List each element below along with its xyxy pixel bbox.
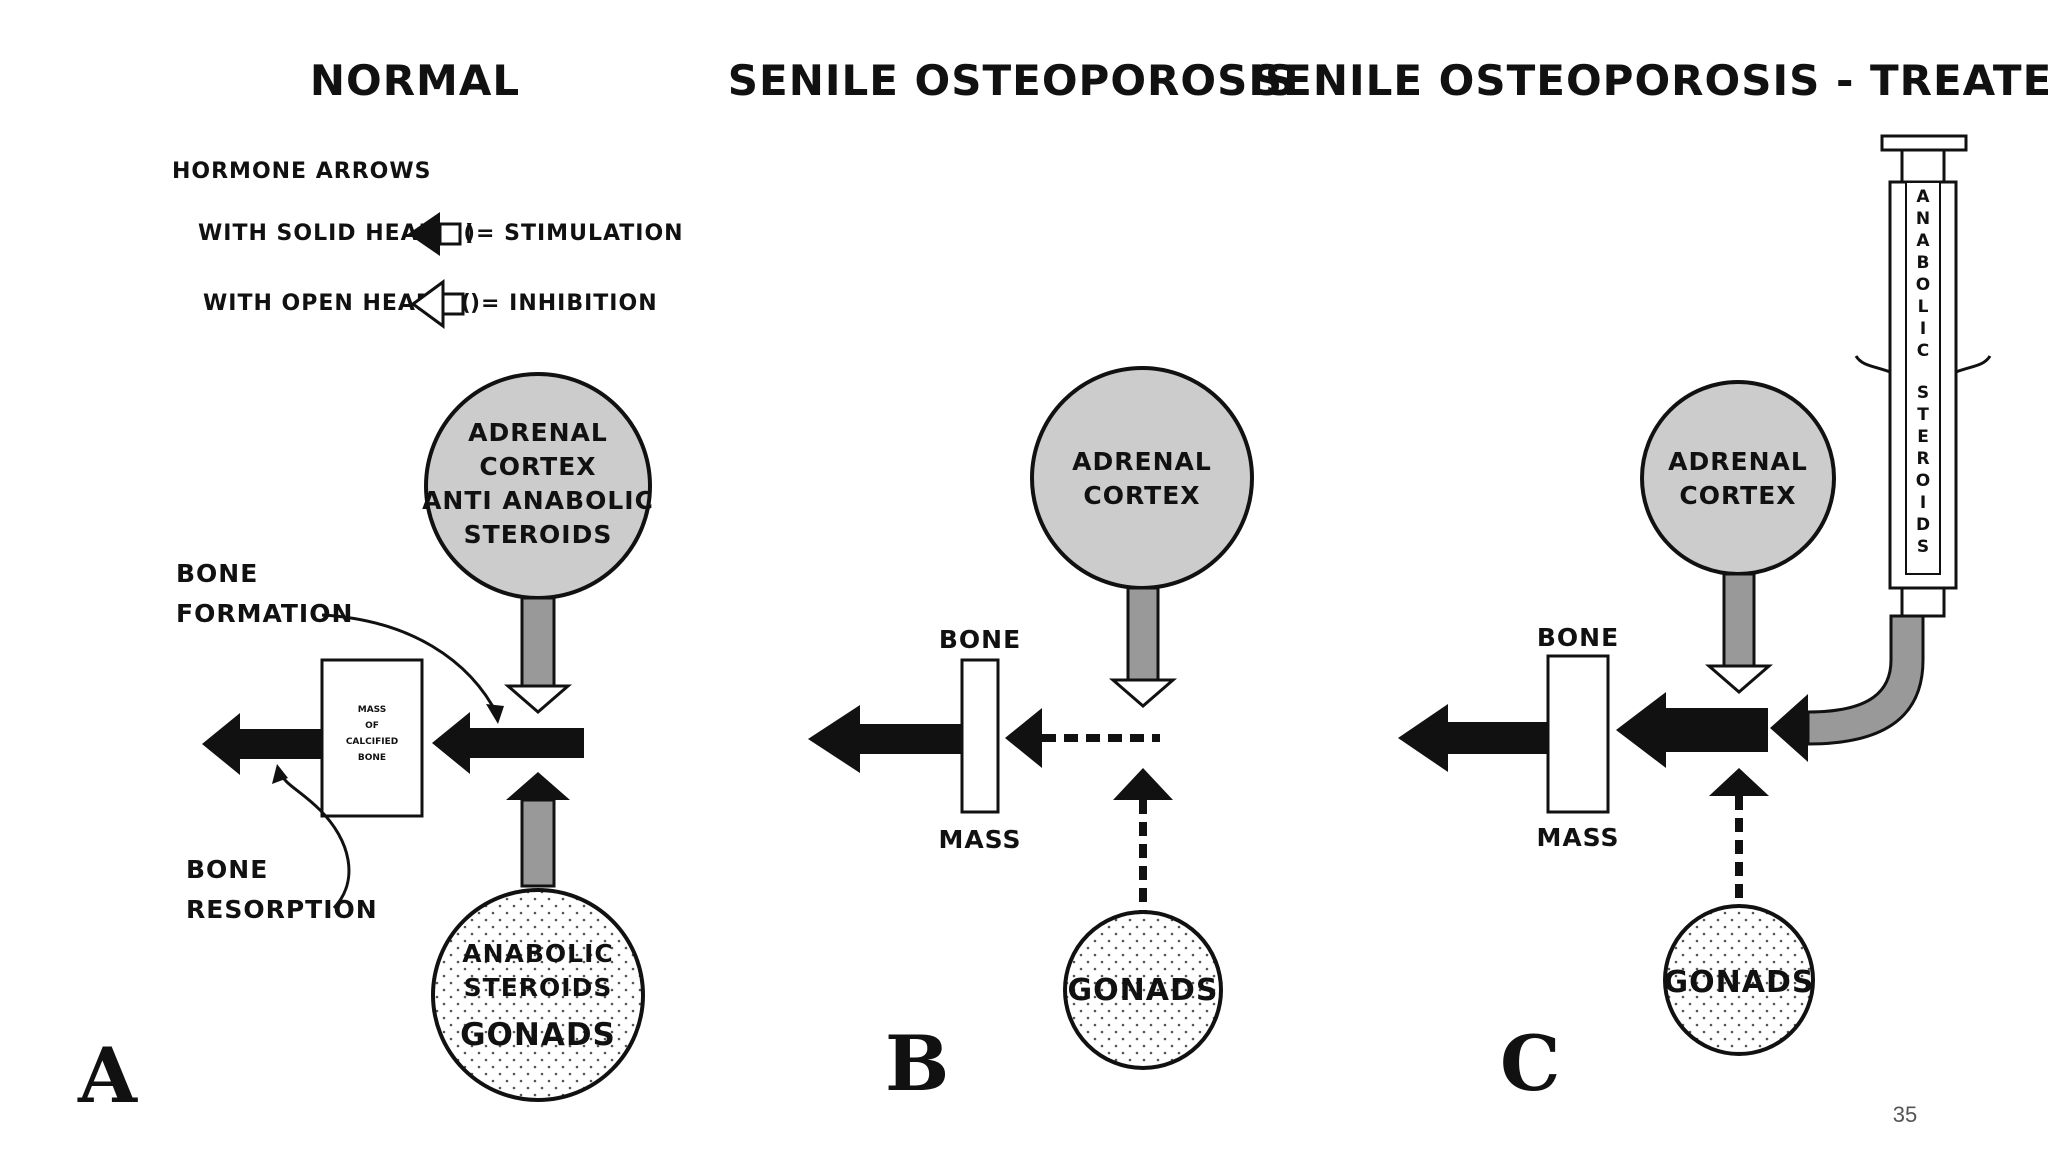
mass-label-b: MASS: [938, 825, 1021, 854]
bone-formation-pointer-head: [486, 704, 504, 724]
panel-letter-a: A: [77, 1031, 138, 1120]
bone-resorption-pointer-head: [272, 764, 288, 784]
adrenal-cortex-gland-b: [1030, 366, 1254, 590]
bone-formation-arrowhead: [432, 712, 470, 774]
panel-letter-c: C: [1500, 1019, 1561, 1108]
gonads-label-b: GONADS: [1068, 973, 1219, 1008]
adrenal-b-line-2: CORTEX: [1083, 481, 1200, 510]
adrenal-c-line-1: ADRENAL: [1668, 447, 1808, 476]
syringe-letter: C: [1917, 341, 1929, 361]
resorption-arrow-shaft-c: [1448, 722, 1548, 754]
resorption-arrowhead-c: [1398, 704, 1448, 772]
calcified-bone-box: [320, 658, 424, 818]
panel-b: ADRENAL CORTEX BONE MASS GONADS B: [808, 366, 1254, 1108]
resorption-arrow-shaft-b: [860, 724, 962, 754]
syringe-letter: A: [1916, 231, 1930, 251]
syringe-letter: S: [1917, 383, 1929, 403]
adrenal-a-line-2: CORTEX: [479, 452, 596, 481]
stimulation-arrowhead-c: [1709, 768, 1769, 796]
bone-resorption-arrowhead: [202, 713, 240, 775]
syringe-letter: R: [1916, 449, 1929, 469]
bone-resorption-line-1: BONE: [186, 855, 268, 884]
bone-mass-bar-c: [1546, 654, 1610, 814]
bone-formation-arrow-shaft: [470, 728, 584, 758]
open-head-arrow-icon: [410, 279, 465, 329]
inhibition-arrowhead-c: [1704, 664, 1774, 694]
gonads-a-line-3: GONADS: [460, 1017, 616, 1053]
syringe-letter: B: [1917, 253, 1930, 273]
restored-formation-arrowhead-c: [1616, 692, 1666, 768]
adrenal-c-arrow-shaft: [1722, 572, 1756, 668]
syringe-delivery-tube: [1806, 614, 1925, 746]
anabolic-stimulation-arrowhead-c: [1770, 694, 1808, 762]
panel-c: ADRENAL CORTEX BONE MASS ANABOLICSTEROID…: [1398, 134, 1992, 1108]
syringe-letter: I: [1920, 493, 1926, 513]
gonads-gland-a: [431, 888, 645, 1102]
bone-resorption-line-2: RESORPTION: [186, 895, 378, 924]
syringe-icon: [1854, 134, 1992, 618]
weak-formation-arrowhead-b: [1005, 708, 1042, 768]
stimulation-arrowhead-b: [1113, 768, 1173, 800]
syringe-letter: E: [1917, 427, 1929, 447]
gonads-a-line-1: ANABOLIC: [462, 939, 614, 968]
panel-a: ADRENAL CORTEX ANTI ANABOLIC STEROIDS MA…: [77, 372, 654, 1120]
syringe-letter: N: [1916, 209, 1930, 229]
syringe-letter: O: [1916, 471, 1930, 491]
gonads-gland-b: [1063, 910, 1223, 1070]
title-senile-osteoporosis: SENILE OSTEOPOROSIS: [728, 56, 1296, 105]
page-number: 35: [1893, 1102, 1917, 1127]
adrenal-b-line-1: ADRENAL: [1072, 447, 1212, 476]
panel-letter-b: B: [885, 1019, 949, 1108]
inhibition-arrowhead-a: [503, 684, 573, 714]
bone-box-line-3: CALCIFIED: [346, 737, 398, 747]
solid-head-arrow-icon: [408, 212, 462, 256]
bone-box-line-1: MASS: [358, 705, 386, 715]
bone-formation-pointer: [321, 613, 500, 717]
bone-label-c: BONE: [1537, 623, 1619, 652]
bone-formation-line-2: FORMATION: [176, 599, 353, 628]
restored-formation-arrow-shaft-c: [1666, 708, 1768, 752]
syringe-letter: L: [1918, 297, 1929, 317]
adrenal-c-line-2: CORTEX: [1679, 481, 1796, 510]
bone-mass-bar-b: [960, 658, 1000, 814]
bone-box-line-2: OF: [365, 721, 379, 731]
hormone-arrow-legend: HORMONE ARROWS WITH SOLID HEADS ( )= STI…: [172, 159, 684, 329]
bone-resorption-arrow-shaft: [240, 729, 322, 759]
adrenal-a-line-1: ADRENAL: [468, 418, 608, 447]
resorption-arrowhead-b: [808, 705, 860, 773]
legend-heading: HORMONE ARROWS: [172, 159, 431, 184]
adrenal-cortex-gland-c: [1640, 380, 1836, 576]
syringe-letter: I: [1920, 319, 1926, 339]
syringe-letter: D: [1916, 515, 1930, 535]
syringe-letter: O: [1916, 275, 1930, 295]
syringe-letter: A: [1916, 187, 1930, 207]
bone-resorption-pointer: [278, 771, 351, 910]
legend-open-suffix: )= INHIBITION: [470, 291, 658, 316]
syringe-letter: T: [1917, 405, 1929, 425]
adrenal-b-arrow-shaft: [1126, 586, 1160, 682]
gonads-a-arrow-shaft: [520, 798, 556, 888]
gonads-label-c: GONADS: [1664, 965, 1815, 1000]
title-senile-osteoporosis-treated: SENILE OSTEOPOROSIS - TREATED: [1252, 56, 2048, 105]
bone-formation-line-1: BONE: [176, 559, 258, 588]
mass-label-c: MASS: [1536, 823, 1619, 852]
syringe-letter: S: [1917, 537, 1929, 557]
stimulation-arrowhead-a: [506, 772, 570, 800]
legend-solid-suffix: )= STIMULATION: [465, 221, 684, 246]
adrenal-a-line-3: ANTI ANABOLIC: [422, 486, 654, 515]
inhibition-arrowhead-b: [1108, 678, 1178, 708]
bone-label-b: BONE: [939, 625, 1021, 654]
adrenal-a-arrow-shaft: [520, 596, 556, 688]
bone-box-line-4: BONE: [358, 753, 386, 763]
title-normal: NORMAL: [310, 56, 520, 105]
gonads-a-line-2: STEROIDS: [464, 973, 613, 1002]
adrenal-a-line-4: STEROIDS: [464, 520, 613, 549]
gonads-gland-c: [1663, 904, 1815, 1056]
